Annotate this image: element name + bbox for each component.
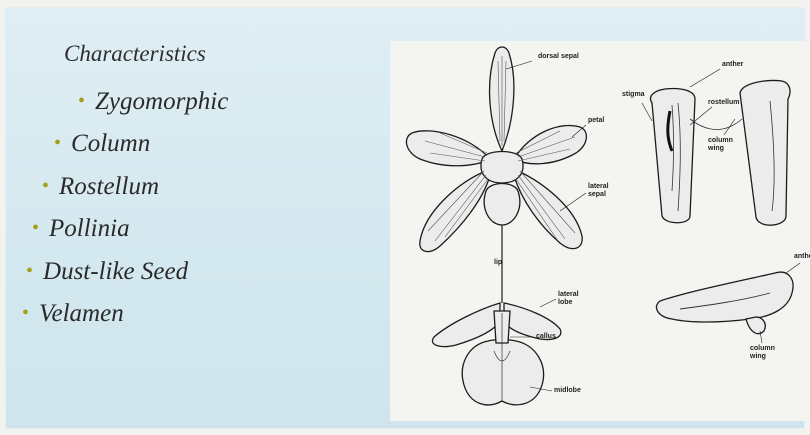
label-lateral-sepal: lateral sepal [588, 183, 614, 199]
bullet-item: • Pollinia [32, 215, 130, 243]
label-column-wing-bottom: column wing [750, 345, 778, 361]
label-anther-bottom: anthe [794, 253, 810, 261]
bullet-text: Column [71, 130, 150, 157]
label-column-wing: column wing [708, 137, 736, 153]
bullet-text: Pollinia [49, 215, 130, 242]
label-lip: lip [494, 259, 502, 267]
column-front-shape [651, 88, 695, 222]
label-rostellum: rostellum [708, 99, 740, 107]
right-lateral-sepal-shape [514, 171, 582, 249]
label-anther: anther [722, 61, 743, 69]
bullet-item: • Rostellum [42, 173, 159, 201]
flower-center-shape [481, 152, 523, 184]
label-petal: petal [588, 117, 604, 125]
bullet-item: • Zygomorphic [78, 88, 228, 116]
label-stigma: stigma [622, 91, 645, 99]
label-callus: callus [536, 333, 556, 341]
bullet-item: • Column [54, 130, 150, 158]
label-midlobe: midlobe [554, 387, 581, 395]
column-profile-shape [656, 272, 793, 322]
bullet-dot-icon: • [22, 302, 29, 324]
bullet-dot-icon: • [32, 217, 39, 239]
bullet-text: Zygomorphic [95, 88, 228, 115]
label-lateral-lobe: lateral lobe [558, 291, 584, 307]
orchid-diagram: dorsal sepal petal lateral sepal lip lat… [390, 41, 810, 421]
slide-title: Characteristics [64, 41, 206, 67]
midlobe-shape [462, 340, 543, 405]
bullet-dot-icon: • [78, 90, 85, 112]
bullet-item: • Velamen [22, 300, 124, 328]
orchid-illustration [390, 41, 810, 421]
lip-top-shape [484, 184, 520, 226]
label-dorsal-sepal: dorsal sepal [538, 53, 579, 61]
left-petal-shape [406, 131, 490, 166]
bullet-dot-icon: • [54, 132, 61, 154]
bullet-item: • Dust-like Seed [26, 258, 188, 286]
bullet-text: Velamen [39, 300, 124, 327]
bullet-dot-icon: • [42, 175, 49, 197]
right-petal-shape [514, 125, 586, 163]
bullet-dot-icon: • [26, 260, 33, 282]
column-side-shape [740, 81, 790, 226]
bullet-text: Dust-like Seed [43, 258, 188, 285]
bullet-text: Rostellum [59, 173, 159, 200]
slide: Characteristics • Zygomorphic • Column • Ro… [6, 8, 804, 428]
